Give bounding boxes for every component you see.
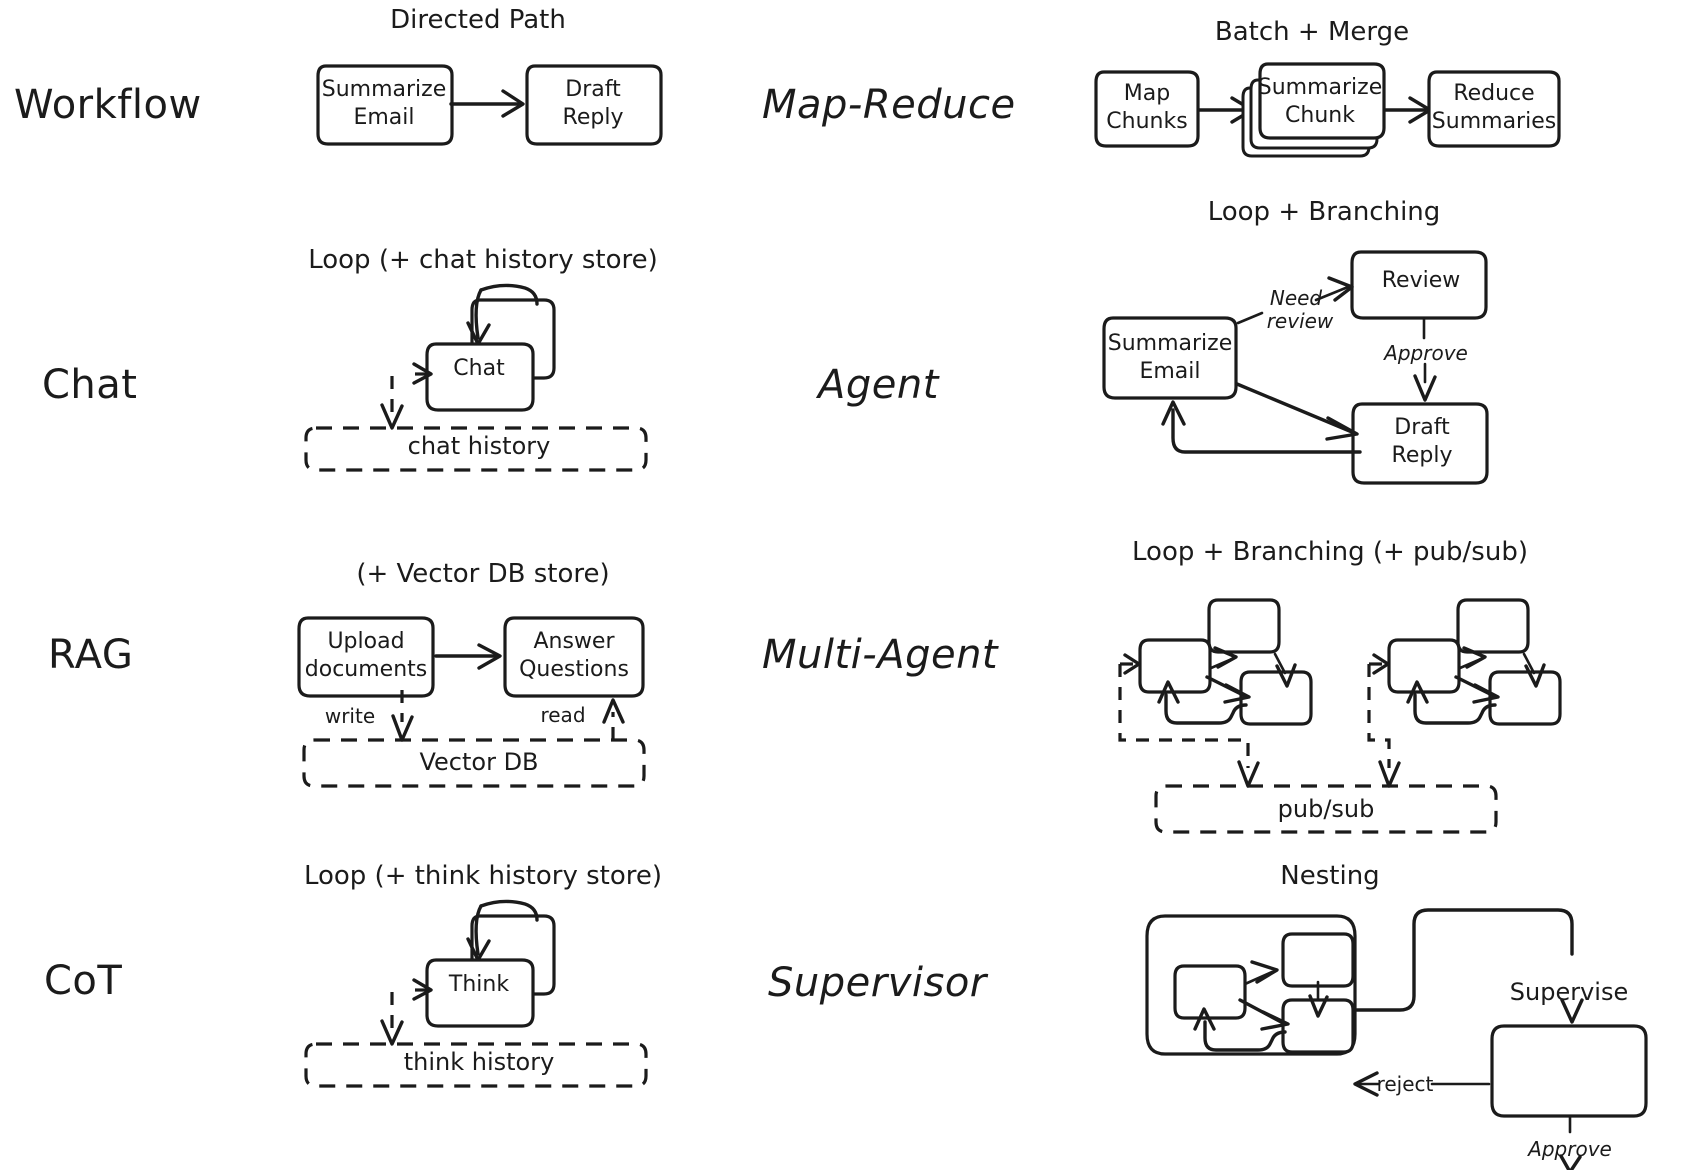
edge-review-to-draft: Approve [1382,317,1468,402]
multi-agent-cluster-a[interactable] [1118,598,1313,788]
node-label: Reduce [1453,81,1534,106]
node-summarize-email[interactable]: Summarize Email [316,64,454,146]
edge-label-approve: Approve [1382,341,1468,365]
node-label: documents [305,657,427,682]
node-agent-summarize-email[interactable]: Summarize Email [1102,316,1238,400]
agent-node[interactable] [1387,638,1461,694]
node-map-chunks[interactable]: Map Chunks [1094,70,1200,148]
node-label: Reply [1392,443,1453,468]
node-label: Questions [519,657,629,682]
row-label-agent: Agent [818,362,939,408]
edge-supervise-approve: Approve [1526,1115,1612,1170]
edge-upload-to-answer [434,643,502,670]
node-supervise[interactable]: Supervise [1490,978,1648,1118]
node-label: Summarize [1258,75,1383,100]
edge-think-history-write [380,992,404,1046]
nested-agent-node[interactable] [1173,964,1247,1020]
nested-agent-node[interactable] [1281,998,1355,1054]
edge-write-to-vector-db: write [325,690,414,742]
pattern-title-directed-path: Directed Path [390,5,566,35]
row-label-workflow: Workflow [14,82,202,128]
node-review[interactable]: Review [1350,250,1488,320]
edge-chat-history-write [380,376,404,430]
edge-read-from-vector-db: read [540,698,625,740]
node-label: Review [1382,268,1461,293]
store-vector-db[interactable]: Vector DB [302,738,646,788]
node-think[interactable]: Think [425,958,535,1028]
store-pub-sub[interactable]: pub/sub [1154,784,1498,834]
node-label: Chunks [1106,109,1187,134]
store-label: Vector DB [419,748,538,776]
edge-summarize-to-draft [449,89,525,118]
node-label: Answer [533,629,615,654]
edge-supervise-reject: reject [1353,1071,1491,1097]
multi-agent-cluster-b[interactable] [1367,598,1562,788]
edge-group-to-supervise [1355,908,1584,1024]
pattern-title-loop-chat: Loop (+ chat history store) [308,245,658,275]
edge-draft-back-to-summarize [1161,400,1362,454]
edge-think-history-read [405,978,433,1001]
node-agent-draft-reply[interactable]: Draft Reply [1351,402,1489,485]
agent-node[interactable] [1138,638,1212,694]
pattern-title-loop-branching-pubsub: Loop + Branching (+ pub/sub) [1132,537,1528,567]
node-label: Email [353,105,414,130]
row-label-chat: Chat [42,362,138,408]
agent-node[interactable] [1456,598,1530,654]
node-label: Upload [327,629,404,654]
node-draft-reply[interactable]: Draft Reply [525,64,663,146]
node-label: Draft [565,77,621,102]
edge-summarize-to-draft-diagonal [1235,382,1359,441]
node-summarize-chunk-stack[interactable]: Summarize Chunk [1241,62,1386,158]
row-label-rag: RAG [48,632,134,678]
store-think-history[interactable]: think history [304,1042,648,1088]
node-upload-documents[interactable]: Upload documents [297,616,435,698]
store-label: think history [404,1048,555,1076]
pattern-title-nesting: Nesting [1280,861,1379,891]
edge-label-write: write [325,704,375,728]
node-label: Summarize [1108,331,1233,356]
row-label-multi-agent: Multi-Agent [762,632,999,678]
agent-node[interactable] [1239,670,1313,726]
node-label: Chat [453,356,505,381]
node-label: Think [448,972,509,997]
edge-chat-history-read [405,362,433,385]
edge-label-reject: reject [1377,1072,1434,1096]
pattern-title-loop-think: Loop (+ think history store) [304,861,662,891]
store-label: chat history [408,432,551,460]
node-label: Email [1139,359,1200,384]
node-label: Summaries [1432,109,1556,134]
node-label: Draft [1394,415,1450,440]
node-label: Supervise [1510,978,1628,1006]
node-chat[interactable]: Chat [425,342,535,412]
edge-label-review: review [1267,309,1334,333]
edge-label-read: read [540,703,585,727]
pattern-title-vector-db-store: (+ Vector DB store) [356,559,609,589]
node-answer-questions[interactable]: Answer Questions [503,616,645,698]
edge-label-need: Need [1270,286,1323,310]
node-label: Map [1124,81,1170,106]
node-reduce-summaries[interactable]: Reduce Summaries [1427,70,1561,148]
node-label: Summarize [322,77,447,102]
row-label-supervisor: Supervisor [768,960,987,1006]
node-label: Reply [563,105,624,130]
store-label: pub/sub [1278,795,1375,823]
pattern-title-loop-branching: Loop + Branching [1208,197,1441,227]
pattern-title-batch-merge: Batch + Merge [1215,17,1409,47]
nested-agent-node[interactable] [1281,932,1355,988]
edge-summarize-to-review: Need review [1236,276,1354,333]
edge-summarize-chunk-to-reduce [1383,96,1432,124]
row-label-map-reduce: Map-Reduce [762,82,1016,128]
store-chat-history[interactable]: chat history [304,426,648,472]
edge-label-supervisor-approve: Approve [1526,1137,1612,1161]
agent-node[interactable] [1488,670,1562,726]
nested-agent-group[interactable] [1145,914,1357,1056]
node-label: Chunk [1285,103,1355,128]
row-label-cot: CoT [44,958,123,1004]
agent-node[interactable] [1207,598,1281,654]
